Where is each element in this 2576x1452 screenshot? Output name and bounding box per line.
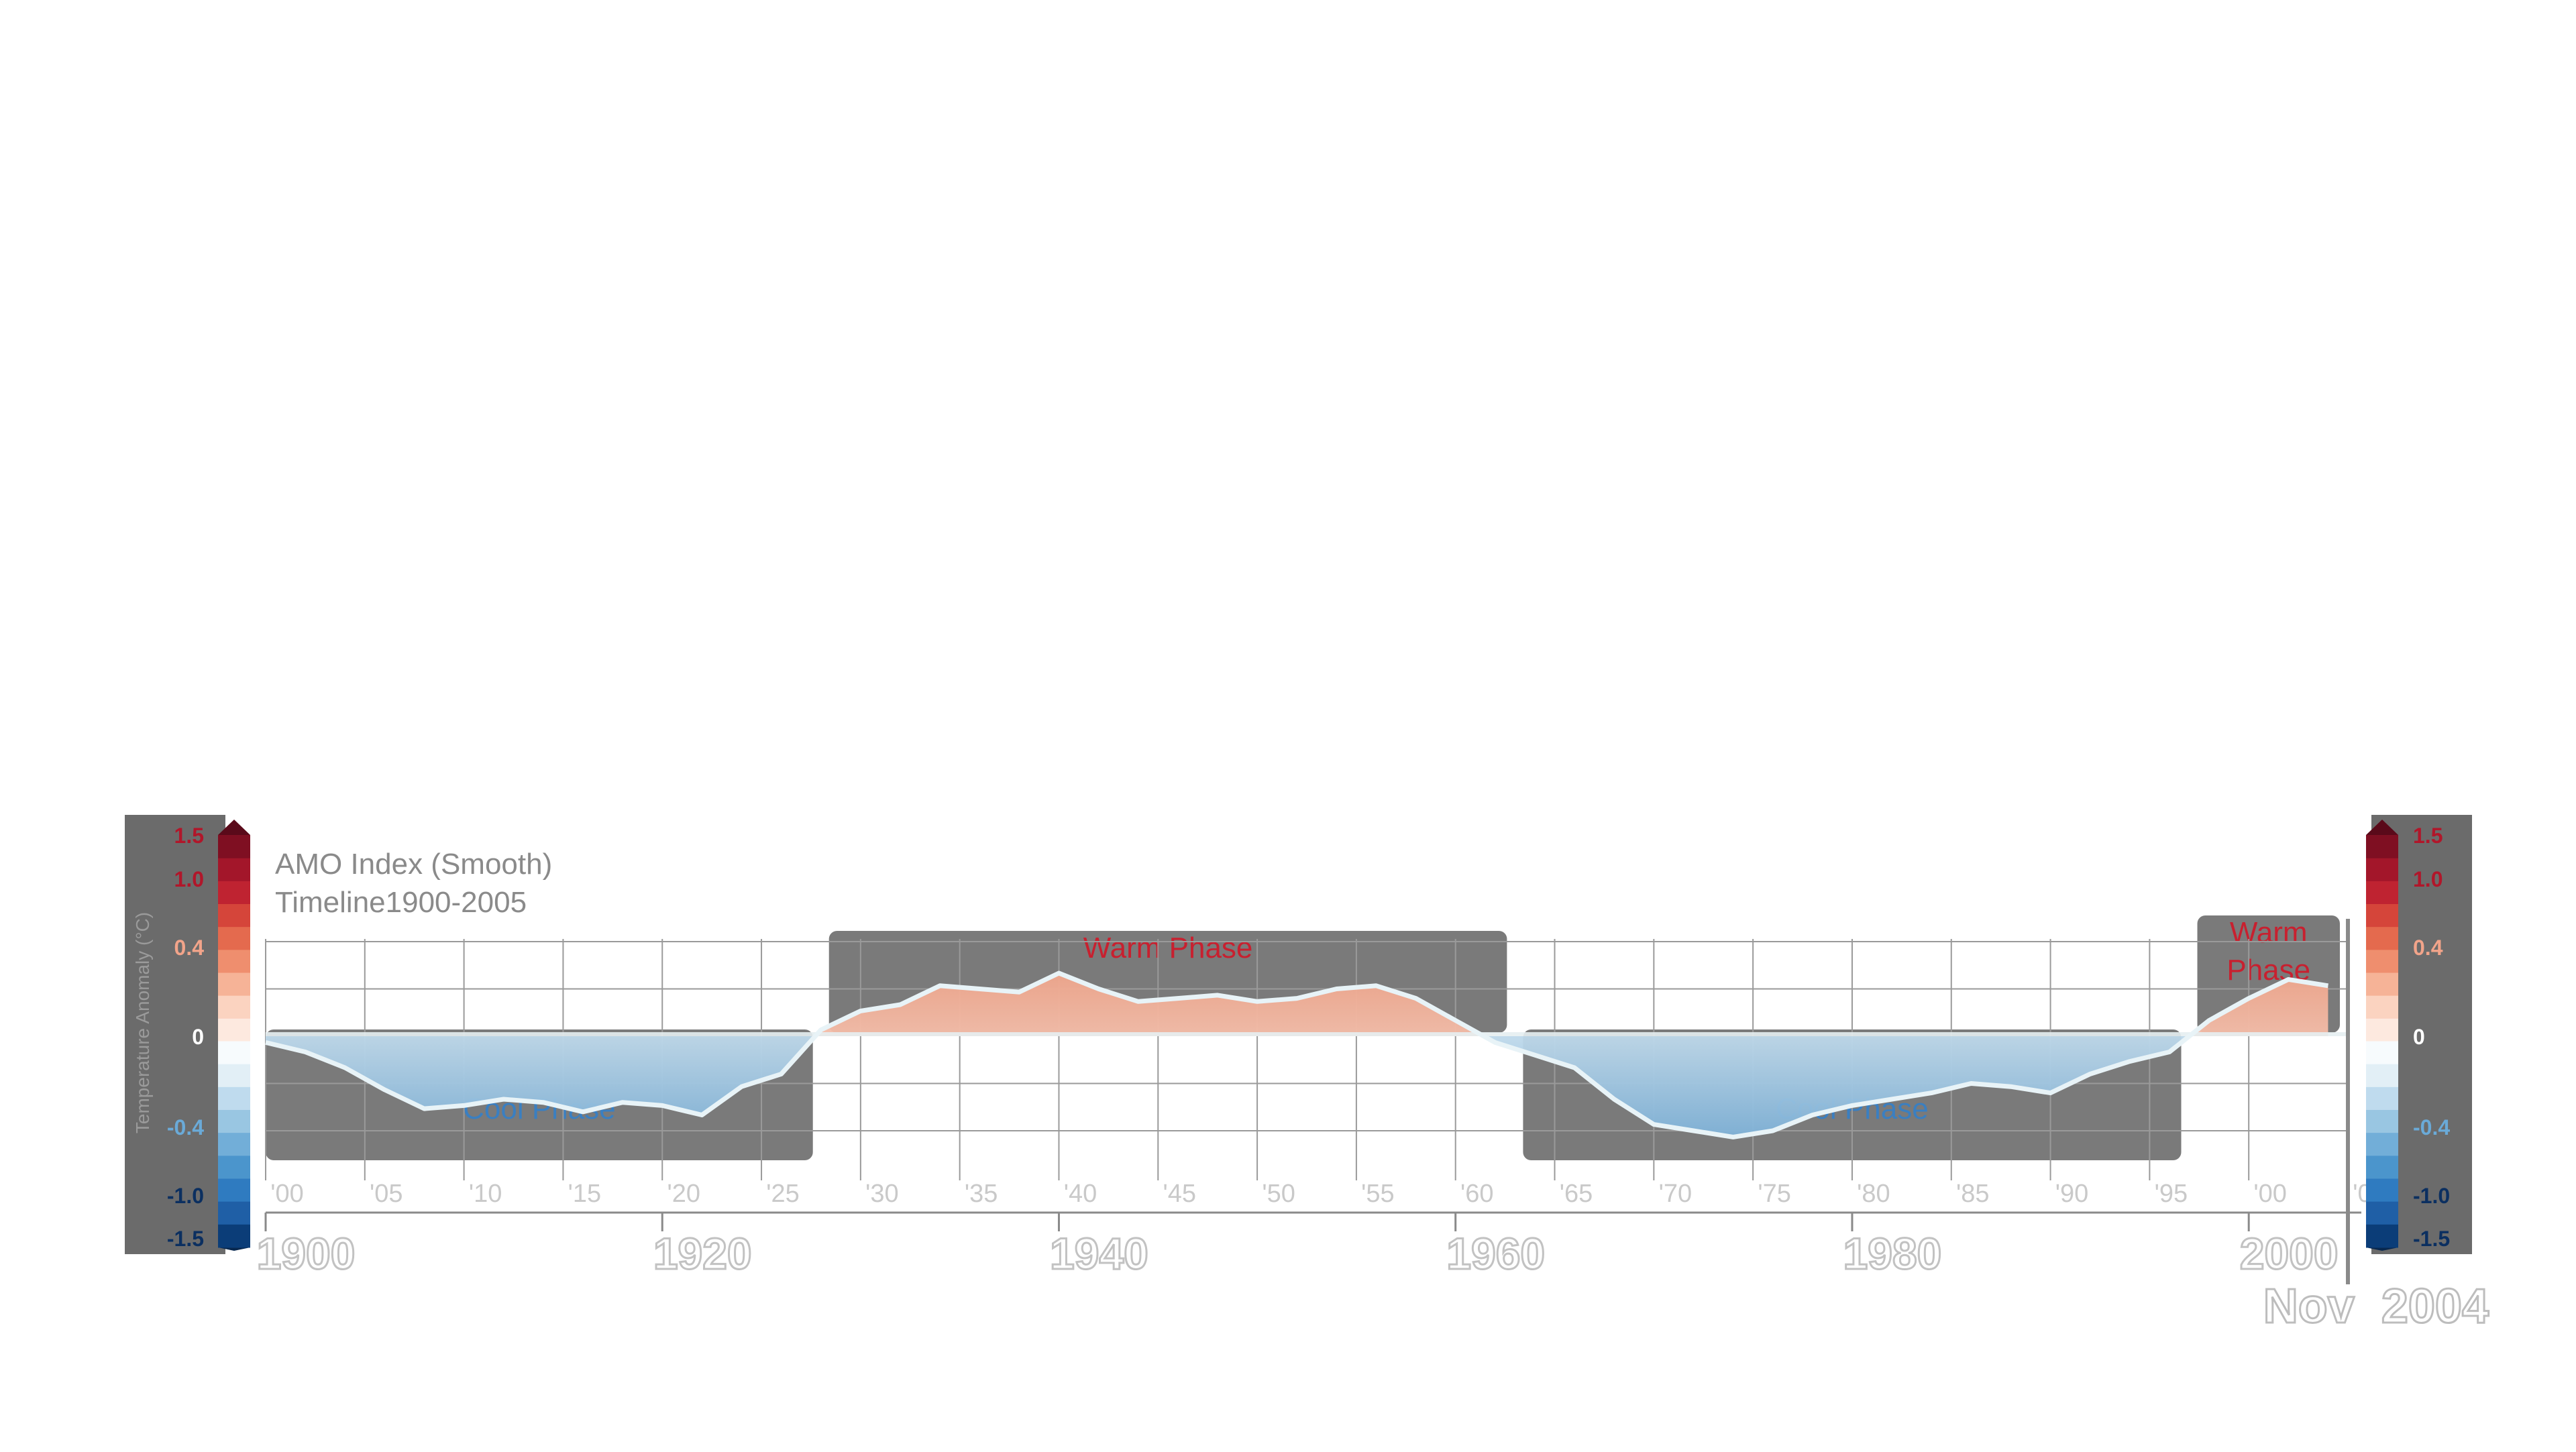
minor-tick-label: '30 (865, 1180, 899, 1208)
amo-area-positive (266, 973, 2328, 1036)
colorbar-tick-label: 1.5 (2413, 824, 2443, 848)
colorbar-cool-segment (218, 1178, 250, 1203)
amo-line (265, 970, 2328, 1139)
major-tick-label: 1900 (257, 1229, 356, 1278)
chart-title: AMO Index (Smooth) (275, 848, 552, 881)
minor-tick-label: '00 (2253, 1180, 2287, 1208)
colorbar-cool-segment (2366, 1156, 2398, 1179)
minor-tick-label: '05 (370, 1180, 403, 1208)
colorbar-top-arrow (218, 820, 250, 835)
colorbar-bottom-arrow (2366, 1247, 2398, 1251)
minor-tick-label: '65 (1560, 1180, 1593, 1208)
minor-tick-label: '85 (1956, 1180, 1990, 1208)
colorbar-bottom-arrow (218, 1247, 250, 1251)
amo-area-negative (266, 1036, 2328, 1137)
colorbar-cool-segment (2366, 1133, 2398, 1156)
colorbar-tick-label: -0.4 (2413, 1115, 2450, 1139)
minor-tick-label: '95 (2155, 1180, 2188, 1208)
colorbar-panel (125, 815, 225, 1254)
colorbar-warm-segment (218, 1018, 250, 1042)
chart-subtitle: Timeline1900-2005 (275, 886, 527, 919)
colorbar-warm-segment (218, 903, 250, 928)
minor-tick-label: '70 (1659, 1180, 1693, 1208)
colorbar-warm-segment (218, 881, 250, 904)
colorbar-cool-segment (218, 1086, 250, 1111)
y-axis-label: Temperature Anomaly (°C) (132, 912, 153, 1133)
colorbar-cool-segment (218, 1041, 250, 1065)
colorbar-warm-segment (218, 835, 250, 858)
colorbar-tick-label: 0 (192, 1025, 204, 1049)
colorbar-cool-segment (2366, 1110, 2398, 1133)
colorbar-warm-segment (2366, 835, 2398, 858)
colorbar-warm-segment (2366, 1018, 2398, 1042)
colorbar-top-arrow (2366, 820, 2398, 835)
colorbar-cool-segment (218, 1201, 250, 1225)
colorbar-cool-segment (2366, 1064, 2398, 1088)
colorbar-tick-label: -1.5 (2413, 1227, 2450, 1251)
colorbar-tick-label: 1.5 (174, 824, 204, 848)
colorbar-cool-segment (218, 1156, 250, 1179)
minor-tick-label: '10 (469, 1180, 502, 1208)
colorbar-tick-label: 1.0 (174, 867, 204, 891)
colorbar-tick-label: -1.0 (2413, 1184, 2450, 1208)
minor-tick-label: '00 (270, 1180, 304, 1208)
colorbar-tick-label: -1.5 (167, 1227, 204, 1251)
colorbar-warm-segment (218, 995, 250, 1019)
current-date-label: Nov 2004 (2263, 1280, 2489, 1333)
major-tick-label: 1920 (653, 1229, 752, 1278)
colorbar-tick-label: 0.4 (174, 936, 205, 960)
colorbar-warm-segment (2366, 881, 2398, 904)
colorbar-tick-label: -0.4 (167, 1115, 204, 1139)
colorbar-left: 1.5 1.0 0.4 0 -0.4 -1.0 -1.5 (125, 815, 250, 1254)
minor-tick-label: '20 (667, 1180, 700, 1208)
colorbar-cool-segment (2366, 1224, 2398, 1248)
colorbar-cool-segment (218, 1110, 250, 1133)
colorbar-tick-label: 1.0 (2413, 867, 2443, 891)
colorbar-cool-segment (2366, 1041, 2398, 1065)
minor-tick-label: '60 (1460, 1180, 1494, 1208)
colorbar-warm-segment (2366, 903, 2398, 928)
colorbar-cool-segment (2366, 1201, 2398, 1225)
colorbar-warm-segment (2366, 972, 2398, 996)
minor-tick-label: '45 (1163, 1180, 1197, 1208)
minor-tick-label: '90 (2055, 1180, 2089, 1208)
minor-tick-label: '80 (1857, 1180, 1890, 1208)
colorbar-warm-segment (2366, 858, 2398, 881)
major-tick-label: 1980 (1843, 1229, 1942, 1278)
minor-tick-label: '50 (1262, 1180, 1295, 1208)
colorbar-cool-segment (2366, 1178, 2398, 1203)
minor-tick-label: '40 (1064, 1180, 1097, 1208)
minor-tick-label: '35 (965, 1180, 998, 1208)
major-tick-label: 1940 (1050, 1229, 1148, 1278)
x-axis: '00 '05 '10 '15 '20 '25 '30 '35 '40 '45 '50 '55 '60 '… (256, 919, 2386, 1284)
colorbar-tick-label: 0 (2413, 1025, 2425, 1049)
colorbar-cool-segment (2366, 1086, 2398, 1111)
major-tick-label: 1960 (1446, 1229, 1545, 1278)
minor-tick-label: '25 (766, 1180, 800, 1208)
minor-tick-label: '55 (1361, 1180, 1395, 1208)
colorbar-right: 1.5 1.0 0.4 0 -0.4 -1.0 -1.5 (2366, 815, 2472, 1254)
colorbar-warm-segment (2366, 949, 2398, 973)
colorbar-tick-label: -1.0 (167, 1184, 204, 1208)
colorbar-warm-segment (218, 972, 250, 996)
minor-tick-label: '15 (568, 1180, 602, 1208)
colorbar-warm-segment (218, 949, 250, 973)
colorbar-cool-segment (218, 1133, 250, 1156)
zero-baseline (266, 1032, 2348, 1036)
amo-area (265, 970, 2348, 1139)
minor-tick-label: '75 (1758, 1180, 1791, 1208)
colorbar-warm-segment (218, 858, 250, 881)
phase-label: Warm Phase (1083, 932, 1253, 964)
colorbar-warm-segment (218, 926, 250, 950)
colorbar-cool-segment (218, 1224, 250, 1248)
major-tick-label: 2000 (2240, 1229, 2339, 1278)
colorbar-cool-segment (218, 1064, 250, 1088)
colorbar-warm-segment (2366, 926, 2398, 950)
colorbar-warm-segment (2366, 995, 2398, 1019)
colorbar-tick-label: 0.4 (2413, 936, 2443, 960)
